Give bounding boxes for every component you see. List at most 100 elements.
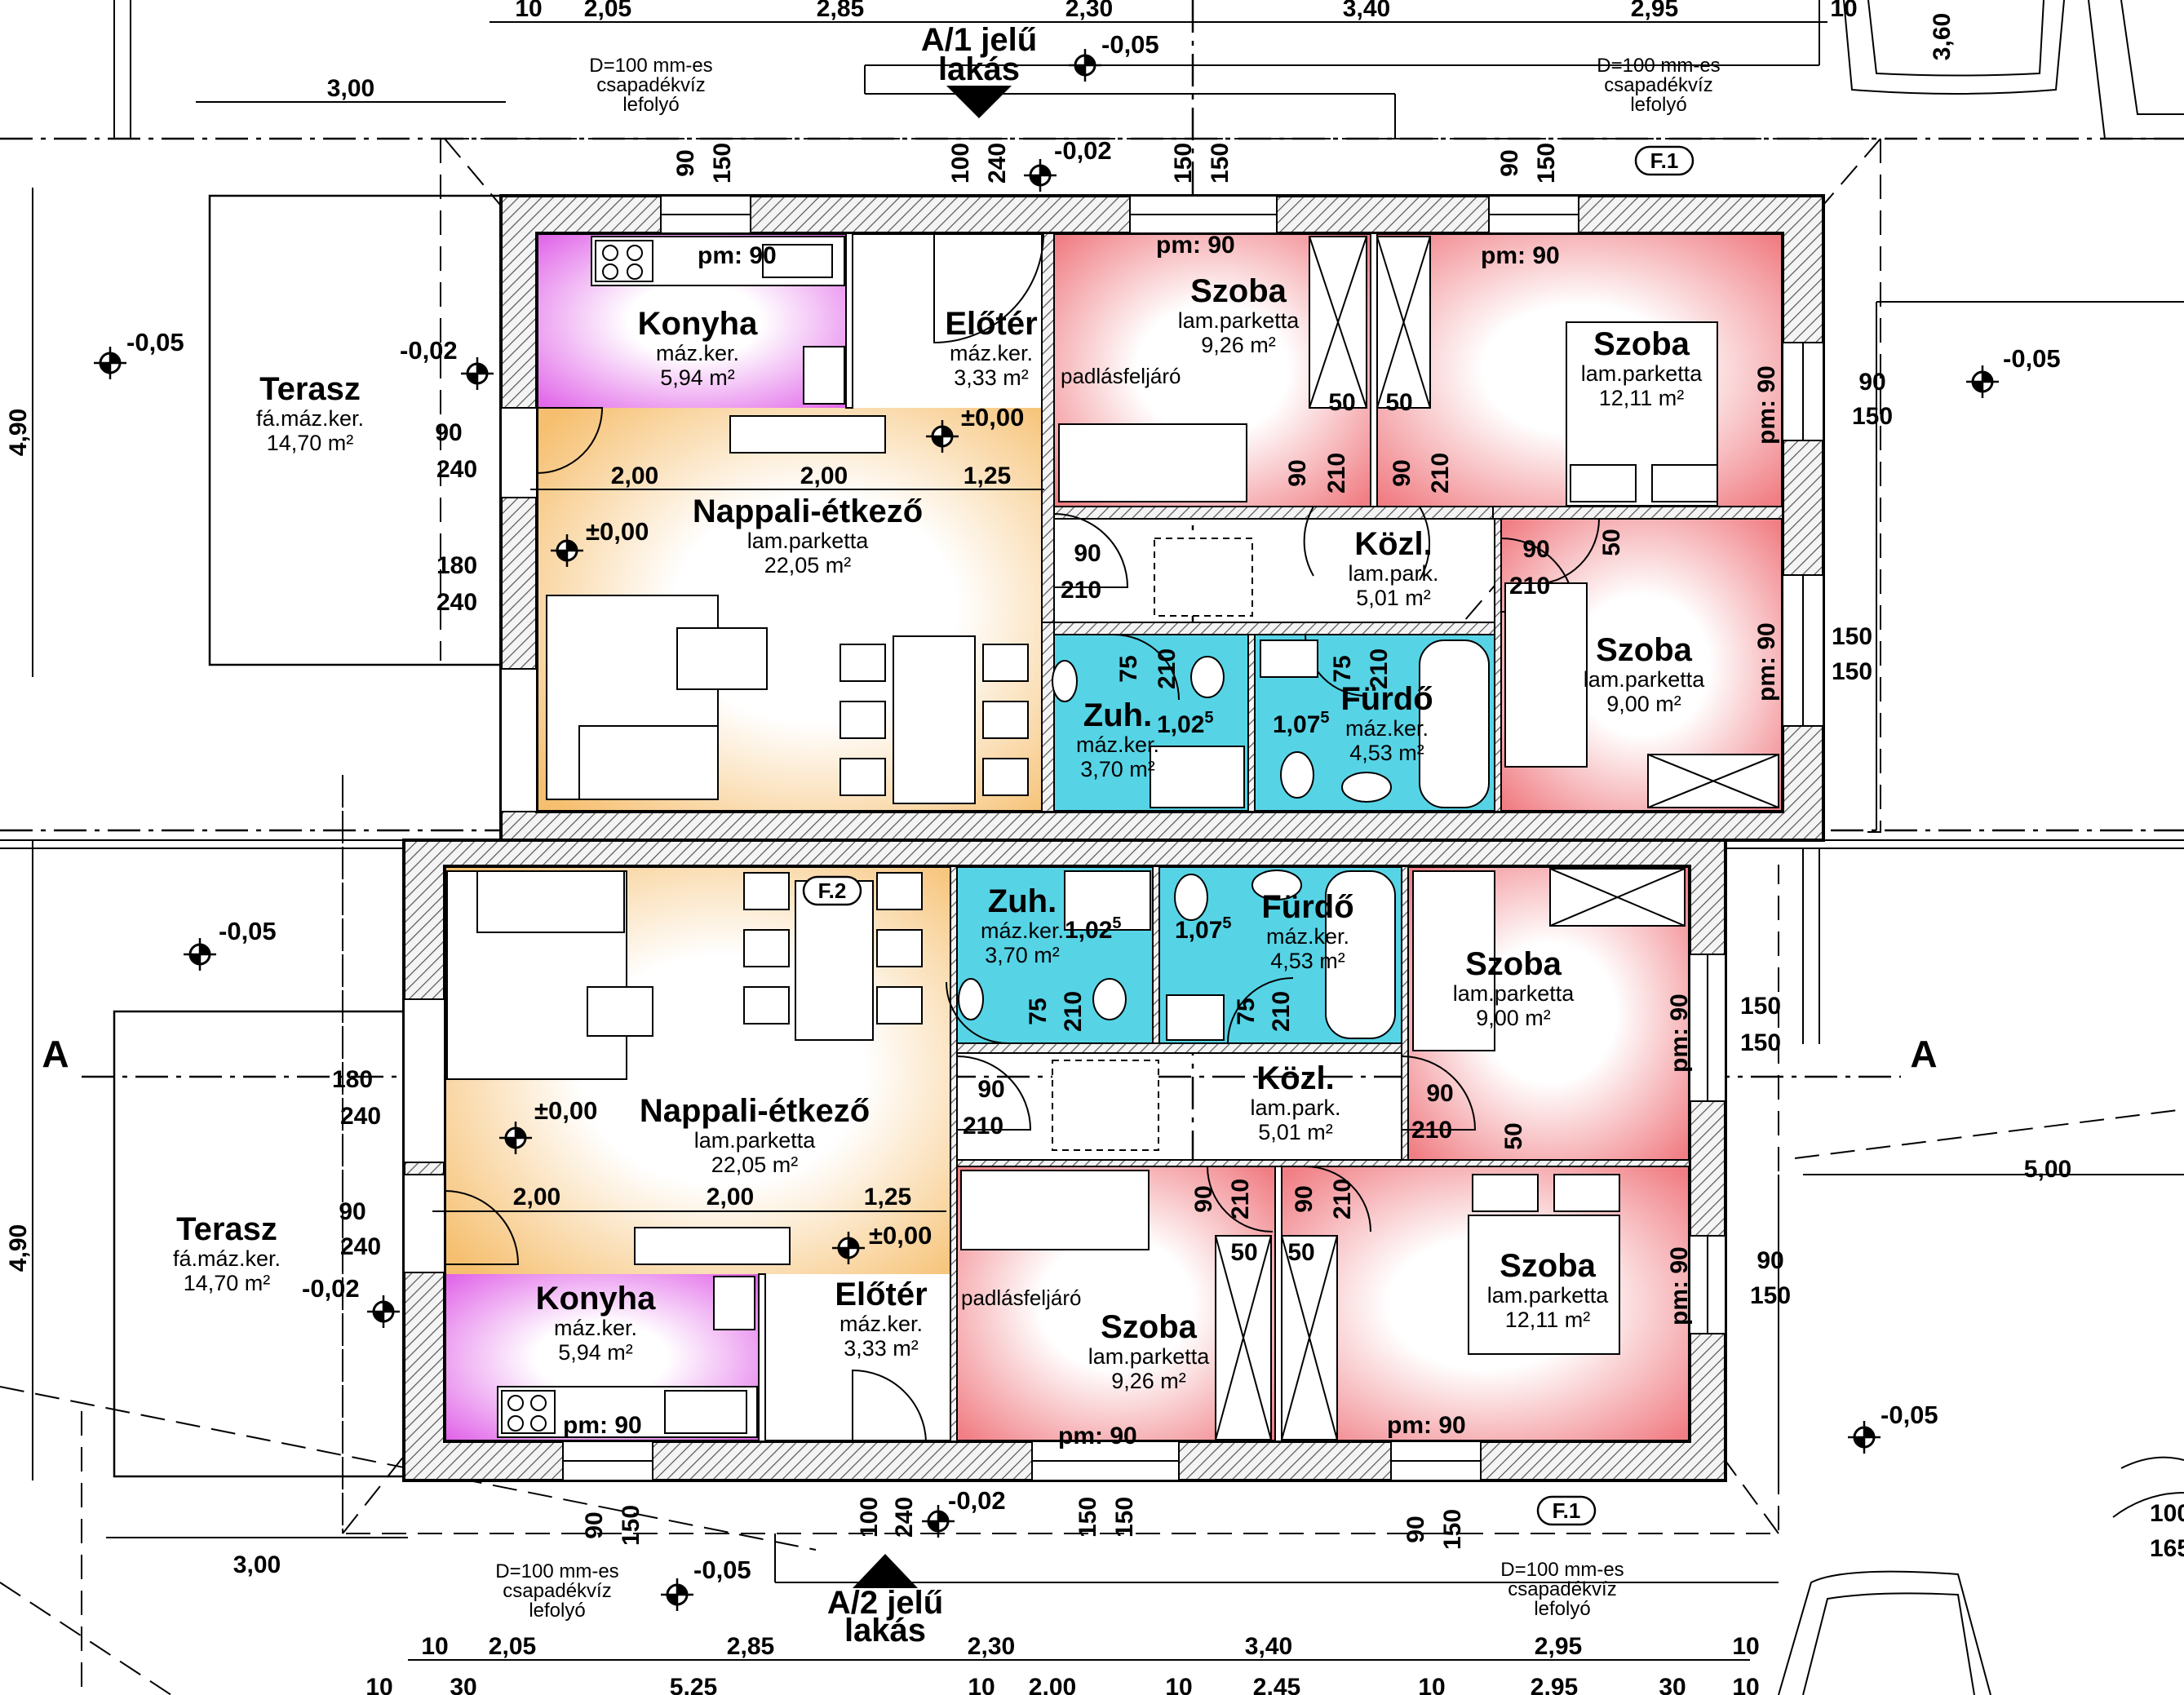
svg-text:210: 210 (1411, 1117, 1452, 1144)
svg-text:90: 90 (1190, 1185, 1217, 1212)
svg-text:50: 50 (1385, 389, 1412, 416)
drain-note-bottom-right: D=100 mm-es csapadékvíz lefolyó (1500, 1559, 1624, 1620)
room-name: Fürdő (1340, 681, 1433, 717)
svg-text:150: 150 (1740, 1029, 1781, 1056)
svg-text:90: 90 (1522, 536, 1549, 563)
svg-text:10: 10 (1418, 1674, 1445, 1695)
drain-note-bottom-left: D=100 mm-es csapadékvíz lefolyó (495, 1560, 618, 1622)
room-area: 3,33 m² (844, 1336, 919, 1361)
entrance-marker-icon (853, 1554, 918, 1588)
room-area: 9,00 m² (1476, 1006, 1551, 1030)
room-area: 14,70 m² (184, 1271, 271, 1295)
svg-text:75: 75 (1115, 655, 1142, 682)
fal-label-f1-top: F.1 (1634, 145, 1694, 176)
room-finish: máz.ker. (656, 341, 739, 365)
room-finish: lam.parketta (1178, 308, 1300, 333)
svg-text:210: 210 (1323, 453, 1350, 493)
svg-text:D=100 mm-es: D=100 mm-es (589, 55, 712, 77)
svg-text:150: 150 (1533, 143, 1560, 184)
room-finish: máz.ker. (981, 918, 1064, 943)
svg-text:-0,05: -0,05 (1881, 1401, 1938, 1429)
svg-text:-0,05: -0,05 (2003, 344, 2061, 373)
svg-text:210: 210 (1060, 991, 1087, 1032)
svg-text:50: 50 (1328, 389, 1355, 416)
room-finish: máz.ker. (1266, 924, 1349, 949)
room-name: Terasz (176, 1211, 277, 1247)
level-mark-icon (94, 347, 126, 379)
svg-text:2,95: 2,95 (1531, 1674, 1578, 1695)
svg-text:50: 50 (1500, 1122, 1527, 1149)
svg-text:±0,00: ±0,00 (869, 1221, 932, 1250)
room-finish: lam.park. (1250, 1095, 1340, 1120)
svg-text:lefolyó: lefolyó (622, 94, 679, 116)
svg-text:90: 90 (977, 1076, 1004, 1103)
room-area: 9,26 m² (1201, 333, 1276, 357)
room-finish: máz.ker. (554, 1316, 637, 1340)
room-name: Előtér (835, 1277, 927, 1312)
svg-text:2,00: 2,00 (707, 1184, 754, 1210)
sill-height-label: pm: 90 (1387, 1412, 1466, 1439)
svg-text:±0,00: ±0,00 (961, 403, 1024, 431)
svg-text:3,00: 3,00 (233, 1551, 281, 1578)
room-area: 9,00 m² (1606, 692, 1681, 716)
fal-label-f1-bottom: F.1 (1536, 1495, 1597, 1526)
room-area: 5,01 m² (1258, 1120, 1333, 1144)
room-name: Közl. (1256, 1060, 1335, 1096)
svg-text:csapadékvíz: csapadékvíz (1508, 1578, 1616, 1600)
sill-height-label: pm: 90 (563, 1412, 642, 1439)
room-area: 5,94 m² (660, 365, 735, 390)
text-labels: A/1 jelű lakás A/2 jelű lakás A A D=100 … (5, 0, 2184, 1695)
svg-text:150: 150 (1170, 143, 1197, 184)
svg-text:165: 165 (2150, 1535, 2184, 1562)
entrance-marker-icon (946, 86, 1012, 118)
room-name: Nappali-étkező (640, 1093, 870, 1129)
room-area: 3,70 m² (1080, 757, 1155, 781)
svg-text:-0,05: -0,05 (219, 917, 277, 945)
svg-text:90: 90 (1284, 459, 1311, 486)
svg-text:210: 210 (963, 1113, 1003, 1140)
room-area: 3,70 m² (985, 943, 1060, 967)
svg-text:±0,00: ±0,00 (534, 1096, 597, 1125)
svg-text:4,90: 4,90 (5, 1224, 32, 1272)
svg-text:90: 90 (1389, 459, 1415, 486)
svg-text:2,00: 2,00 (513, 1184, 560, 1210)
sill-height-label: pm: 90 (698, 242, 777, 269)
room-finish: máz.ker. (950, 341, 1033, 365)
room-name: Szoba (1465, 946, 1562, 982)
svg-text:180: 180 (332, 1066, 373, 1093)
room-name: Közl. (1354, 526, 1433, 562)
unit-a1-title-l2: lakás (938, 51, 1020, 87)
svg-text:100: 100 (947, 143, 974, 184)
svg-text:100: 100 (2150, 1500, 2184, 1527)
svg-text:210: 210 (1509, 573, 1550, 600)
svg-text:csapadékvíz: csapadékvíz (503, 1580, 611, 1602)
svg-text:2,00: 2,00 (1029, 1674, 1076, 1695)
room-name: Szoba (1500, 1248, 1597, 1284)
svg-text:-0,02: -0,02 (302, 1274, 360, 1303)
room-area: 22,05 m² (764, 553, 852, 578)
opening-dimensions: 90 150 100 240 150 150 90 150 90 150 150… (332, 143, 1893, 1550)
svg-text:10: 10 (1732, 1633, 1759, 1660)
attic-access-label: padlásfeljáró (1061, 364, 1181, 388)
sill-height-label: pm: 90 (1481, 242, 1560, 269)
room-area: 3,33 m² (954, 365, 1029, 390)
svg-text:lefolyó: lefolyó (1534, 1598, 1590, 1620)
svg-text:1,025: 1,025 (1157, 709, 1214, 738)
svg-text:150: 150 (1439, 1509, 1466, 1550)
svg-text:90: 90 (1291, 1185, 1318, 1212)
svg-text:90: 90 (1496, 149, 1523, 176)
svg-text:5,25: 5,25 (670, 1674, 717, 1695)
room-finish: lam.parketta (1584, 667, 1706, 692)
svg-text:210: 210 (1268, 991, 1295, 1032)
svg-text:210: 210 (1329, 1179, 1356, 1219)
svg-text:2,00: 2,00 (800, 462, 848, 489)
svg-text:90: 90 (581, 1511, 608, 1538)
room-finish: máz.ker. (1076, 732, 1159, 757)
svg-text:csapadékvíz: csapadékvíz (596, 74, 705, 96)
svg-text:1,25: 1,25 (964, 462, 1011, 489)
svg-text:150: 150 (1207, 143, 1234, 184)
